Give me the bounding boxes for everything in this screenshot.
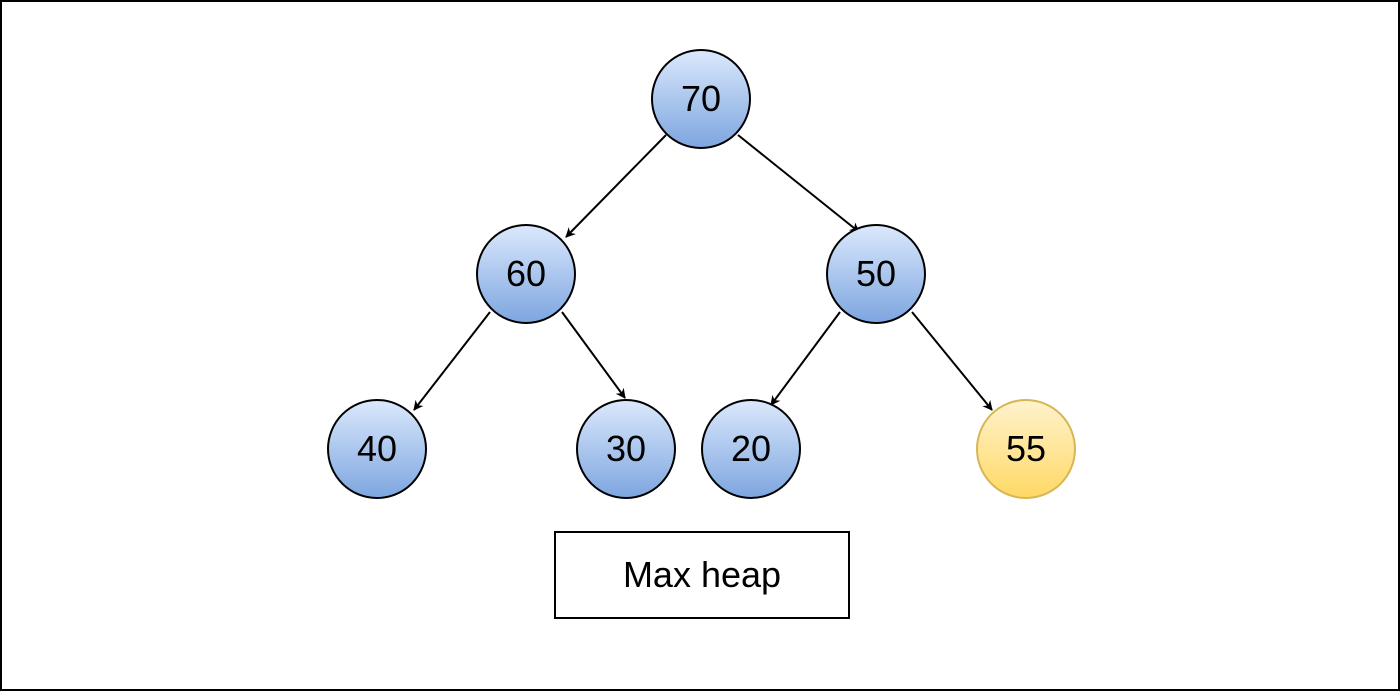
edge-60-40 <box>413 311 491 411</box>
tree-node-root: 70 <box>651 49 751 149</box>
edge-70-50 <box>737 134 860 233</box>
edge-60-30 <box>561 311 626 399</box>
edge-50-55 <box>911 311 993 411</box>
edge-70-60 <box>565 134 667 238</box>
tree-node-left-child: 60 <box>476 224 576 324</box>
tree-node-right-child: 50 <box>826 224 926 324</box>
tree-node-leaf: 30 <box>576 399 676 499</box>
diagram-caption: Max heap <box>554 531 850 619</box>
tree-node-leaf: 40 <box>327 399 427 499</box>
edge-50-20 <box>770 311 841 406</box>
tree-node-highlighted: 55 <box>976 399 1076 499</box>
tree-node-leaf: 20 <box>701 399 801 499</box>
